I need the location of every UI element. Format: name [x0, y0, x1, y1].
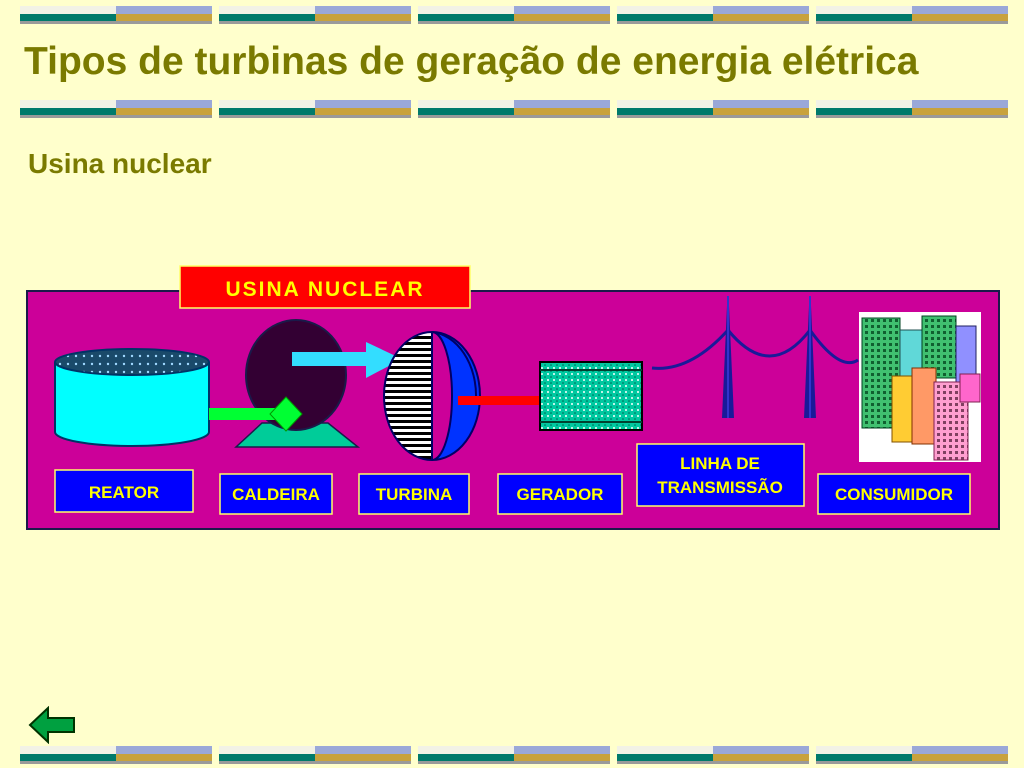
label-reator: REATOR [54, 469, 194, 513]
top-decor-bar [0, 2, 1024, 28]
arrow-left-icon [28, 706, 75, 744]
label-gerador-text: GERADOR [517, 485, 604, 504]
title-underline-decor-bar [0, 96, 1024, 122]
label-linha-text-2: TRANSMISSÃO [657, 477, 783, 497]
back-button[interactable] [28, 706, 76, 744]
label-turbina: TURBINA [358, 473, 470, 515]
steam-arrow-cyan [292, 342, 402, 378]
city-buildings-icon [859, 312, 981, 462]
banner-box [179, 265, 471, 309]
label-linha-transmissao: LINHA DE TRANSMISSÃO [636, 443, 805, 507]
label-consumidor-text: CONSUMIDOR [835, 485, 953, 504]
label-reator-text: REATOR [89, 483, 159, 502]
label-gerador: GERADOR [497, 473, 623, 515]
label-turbina-text: TURBINA [376, 485, 453, 504]
shaft-red [458, 396, 543, 405]
label-linha-text-1: LINHA DE [680, 454, 760, 473]
label-caldeira: CALDEIRA [219, 473, 333, 515]
bottom-decor-bar [0, 742, 1024, 768]
transmission-tower-icon [651, 296, 859, 418]
label-caldeira-text: CALDEIRA [232, 485, 320, 504]
steam-pipe-green [209, 396, 303, 432]
boiler-icon [234, 319, 361, 448]
turbine-icon [383, 330, 481, 462]
generator-icon [539, 361, 643, 431]
section-subtitle: Usina nuclear [28, 148, 212, 179]
page-title: Tipos de turbinas de geração de energia … [24, 40, 919, 83]
banner-text: USINA NUCLEAR [225, 278, 424, 301]
reactor-icon [54, 348, 210, 447]
label-consumidor: CONSUMIDOR [817, 473, 971, 515]
